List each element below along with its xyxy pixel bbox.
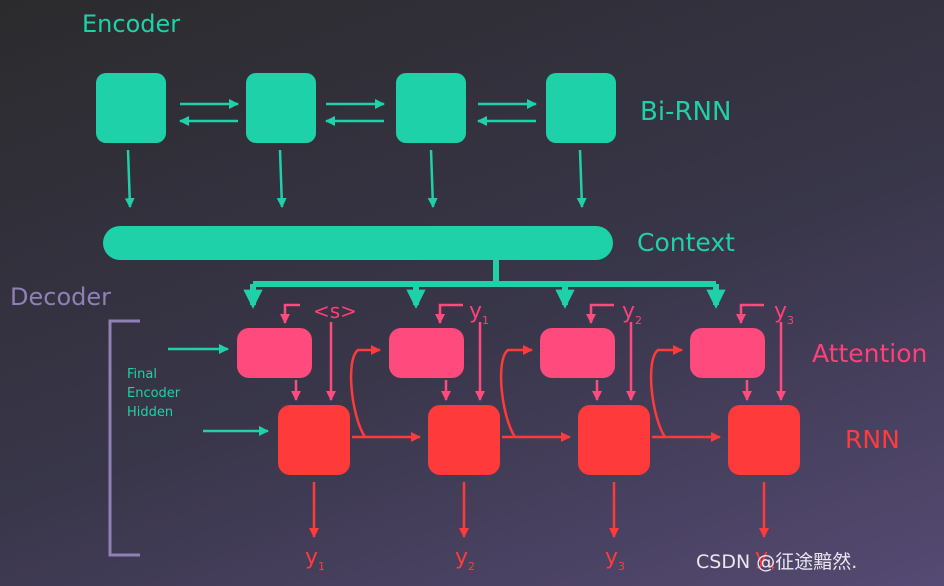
input-3-to-attention <box>586 303 614 324</box>
input-token-arrows <box>280 303 786 401</box>
bi-rnn-label: Bi-RNN <box>640 97 731 127</box>
input-token-1: <s> <box>313 299 357 323</box>
rnn-cells <box>278 405 800 475</box>
attention-cell-4 <box>690 328 765 378</box>
attention-cells <box>237 328 765 378</box>
encoder-cells <box>96 73 616 143</box>
output-arrows <box>309 482 769 538</box>
rnn-cell-3 <box>578 405 650 475</box>
encoder-to-context-arrows <box>124 149 587 208</box>
recurrent-arrows <box>349 345 721 442</box>
feh-line-1: Final <box>127 367 157 382</box>
feh-line-2: Encoder <box>127 386 181 401</box>
input-token-4: y3 <box>774 299 794 327</box>
feh-line-3: Hidden <box>127 405 173 420</box>
rnn1-to-attention2 <box>349 345 381 438</box>
enc-down-arrow-1 <box>124 149 135 208</box>
enc-down-arrow-4 <box>576 149 587 208</box>
encoder-cell-2 <box>246 73 316 143</box>
rnn3-to-attention4 <box>649 345 683 438</box>
decoder-bracket <box>108 319 140 557</box>
output-token-2: y2 <box>455 545 475 573</box>
input-token-2: y1 <box>469 299 489 327</box>
rnn-label: RNN <box>845 425 900 454</box>
decoder-output-labels: y1 y2 y3 y4 <box>305 545 775 573</box>
csdn-watermark: CSDN @征途黯然. <box>696 551 857 573</box>
rnn-cell-4 <box>728 405 800 475</box>
output-token-3: y3 <box>605 545 625 573</box>
bi-rnn-arrows <box>179 99 537 126</box>
rnn-cell-1 <box>278 405 350 475</box>
enc-down-arrow-2 <box>276 149 287 208</box>
attention-cell-1 <box>237 328 312 378</box>
encoder-cell-3 <box>396 73 466 143</box>
input-1-to-attention <box>280 303 300 324</box>
context-bar <box>103 226 613 260</box>
input-token-3: y2 <box>622 299 642 327</box>
attention-label: Attention <box>812 339 927 368</box>
input-2-to-attention <box>435 303 463 324</box>
attention-to-rnn-arrows <box>291 380 752 401</box>
encoder-cell-4 <box>546 73 616 143</box>
enc-down-arrow-3 <box>427 149 438 208</box>
context-label: Context <box>637 228 735 257</box>
rnn-cell-2 <box>428 405 500 475</box>
attention-cell-2 <box>389 328 464 378</box>
input-4-to-attention <box>736 303 764 324</box>
attention-cell-3 <box>540 328 615 378</box>
context-distribution <box>243 260 726 309</box>
final-encoder-hidden-label: Final Encoder Hidden <box>127 367 181 420</box>
rnn2-to-attention3 <box>499 345 533 438</box>
encoder-cell-1 <box>96 73 166 143</box>
decoder-label: Decoder <box>10 283 111 311</box>
final-hidden-arrows <box>168 344 269 436</box>
output-token-1: y1 <box>305 545 325 573</box>
encoder-label: Encoder <box>82 10 180 38</box>
decoder-input-labels: <s> y1 y2 y3 <box>313 299 794 327</box>
output-token-4: y4 <box>755 545 775 573</box>
